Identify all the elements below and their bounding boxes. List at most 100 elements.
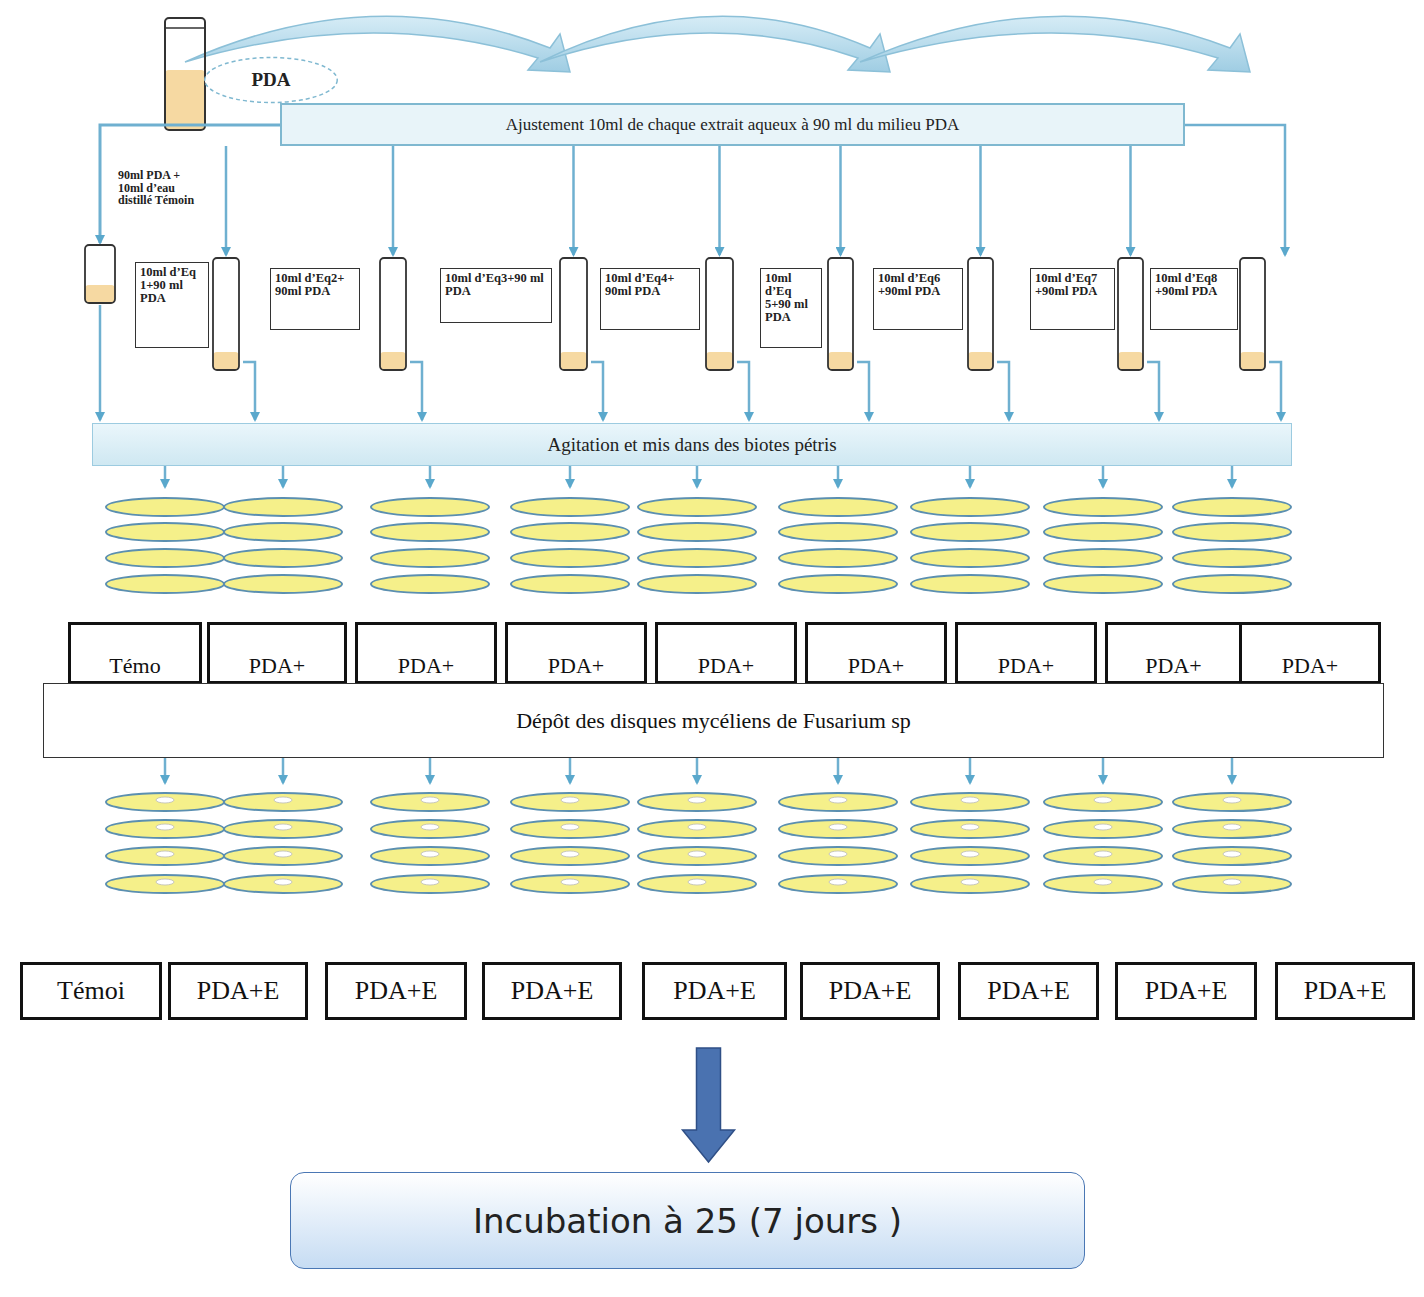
- mycelial-disc: [561, 797, 579, 803]
- mycelial-disc: [561, 879, 579, 885]
- flow-arrow: [1185, 125, 1285, 255]
- flow-arrow: [225, 146, 228, 255]
- mycelial-disc: [829, 797, 847, 803]
- mycelial-disc: [421, 879, 439, 885]
- process-band: Agitation et mis dans des biotes pétris: [92, 423, 1292, 466]
- dish-label: PDA+E: [1275, 962, 1415, 1020]
- extract-label: 10ml d’Eq 1+90 ml PDA: [135, 262, 209, 348]
- petri-dish: [106, 549, 224, 567]
- mycelial-disc: [274, 851, 292, 857]
- petri-dish: [106, 875, 224, 893]
- petri-dish: [106, 793, 224, 811]
- node-text: 90ml PDA + 10ml d’eau distillé Témoin: [118, 169, 200, 207]
- process-box: Dépôt des disques mycéliens de Fusarium …: [43, 683, 1384, 758]
- node-text: PDA+E: [197, 976, 280, 1006]
- flow-arrow: [572, 146, 575, 255]
- petri-dish: [638, 875, 756, 893]
- node-text: Dépôt des disques mycéliens de Fusarium …: [516, 708, 911, 734]
- petri-dish: [371, 498, 489, 516]
- node-text: 10ml d’Eq6 +90ml PDA: [878, 272, 958, 298]
- node-text: Témoi: [57, 976, 125, 1006]
- tube-medium: [1240, 352, 1265, 370]
- node-text: PDA+: [998, 653, 1054, 679]
- node-text: PDA+: [848, 653, 904, 679]
- petri-dish: [511, 875, 629, 893]
- tube-medium: [213, 352, 239, 370]
- mycelial-disc: [421, 824, 439, 830]
- petri-dish: [638, 523, 756, 541]
- mycelial-disc: [961, 797, 979, 803]
- flow-arrow: [410, 362, 422, 420]
- flow-arrow: [1231, 466, 1234, 487]
- petri-dish: [1044, 549, 1162, 567]
- mycelial-disc: [961, 851, 979, 857]
- curved-arrow: [540, 16, 890, 72]
- petri-dish: [224, 847, 342, 865]
- test-tube: [213, 258, 239, 370]
- dish-label: PDA+E: [1115, 962, 1257, 1020]
- tube-medium: [1118, 352, 1143, 370]
- mycelial-disc: [1094, 824, 1112, 830]
- test-tube: [85, 245, 115, 303]
- tube-medium: [85, 285, 115, 303]
- mycelial-disc: [961, 879, 979, 885]
- extract-label: 10ml d’Eq3+90 ml PDA: [440, 268, 552, 323]
- petri-dish: [1044, 498, 1162, 516]
- tube-medium: [968, 352, 993, 370]
- test-tube: [706, 258, 733, 370]
- mycelial-disc: [688, 851, 706, 857]
- node-text: Agitation et mis dans des biotes pétris: [547, 434, 836, 456]
- mycelial-disc: [688, 879, 706, 885]
- petri-dish: [106, 575, 224, 593]
- petri-dish: [1173, 875, 1291, 893]
- dish-label: PDA+: [805, 622, 947, 684]
- dish-label: PDA+E: [958, 962, 1099, 1020]
- dish-label: PDA+: [355, 622, 497, 684]
- petri-dish: [371, 847, 489, 865]
- petri-dish: [511, 498, 629, 516]
- petri-dish: [779, 549, 897, 567]
- petri-dish: [1173, 793, 1291, 811]
- mycelial-disc: [1223, 824, 1241, 830]
- flow-arrow: [1102, 466, 1105, 487]
- terminal-box: Incubation à 25 (7 jours ): [290, 1172, 1085, 1269]
- test-tube: [1240, 258, 1265, 370]
- petri-dish: [779, 793, 897, 811]
- test-tube: [560, 258, 587, 370]
- petri-dish: [779, 498, 897, 516]
- petri-dish: [638, 820, 756, 838]
- petri-dish: [106, 847, 224, 865]
- petri-dish: [911, 875, 1029, 893]
- mycelial-disc: [1223, 879, 1241, 885]
- mycelial-disc: [156, 797, 174, 803]
- flow-arrow: [1129, 146, 1132, 255]
- tubes: [85, 245, 1265, 370]
- extract-label: 10ml d’Eq2+ 90ml PDA: [270, 268, 360, 330]
- mycelial-disc: [156, 824, 174, 830]
- node-text: PDA+E: [1304, 976, 1387, 1006]
- petri-dish: [511, 523, 629, 541]
- petri-dish: [224, 549, 342, 567]
- petri-dish: [911, 793, 1029, 811]
- petri-dish: [224, 575, 342, 593]
- extract-label: 10ml d’Eq6 +90ml PDA: [873, 268, 963, 330]
- flow-arrow: [282, 466, 285, 487]
- mycelial-disc: [274, 797, 292, 803]
- node-text: 10ml d’Eq3+90 ml PDA: [445, 272, 547, 298]
- mycelial-disc: [156, 851, 174, 857]
- flow-arrow: [969, 758, 972, 783]
- mycelial-disc: [1094, 797, 1112, 803]
- test-tube: [968, 258, 993, 370]
- petri-dish: [224, 793, 342, 811]
- petri-dish: [1044, 523, 1162, 541]
- petri-dish: [779, 575, 897, 593]
- petri-dish: [106, 523, 224, 541]
- node-text: 10ml d’Eq2+ 90ml PDA: [275, 272, 355, 298]
- flow-arrow: [1269, 362, 1281, 420]
- dish-label: PDA+: [207, 622, 347, 684]
- node-text: PDA+E: [1145, 976, 1228, 1006]
- mycelial-disc: [961, 824, 979, 830]
- mycelial-disc: [829, 879, 847, 885]
- petri-dish: [224, 875, 342, 893]
